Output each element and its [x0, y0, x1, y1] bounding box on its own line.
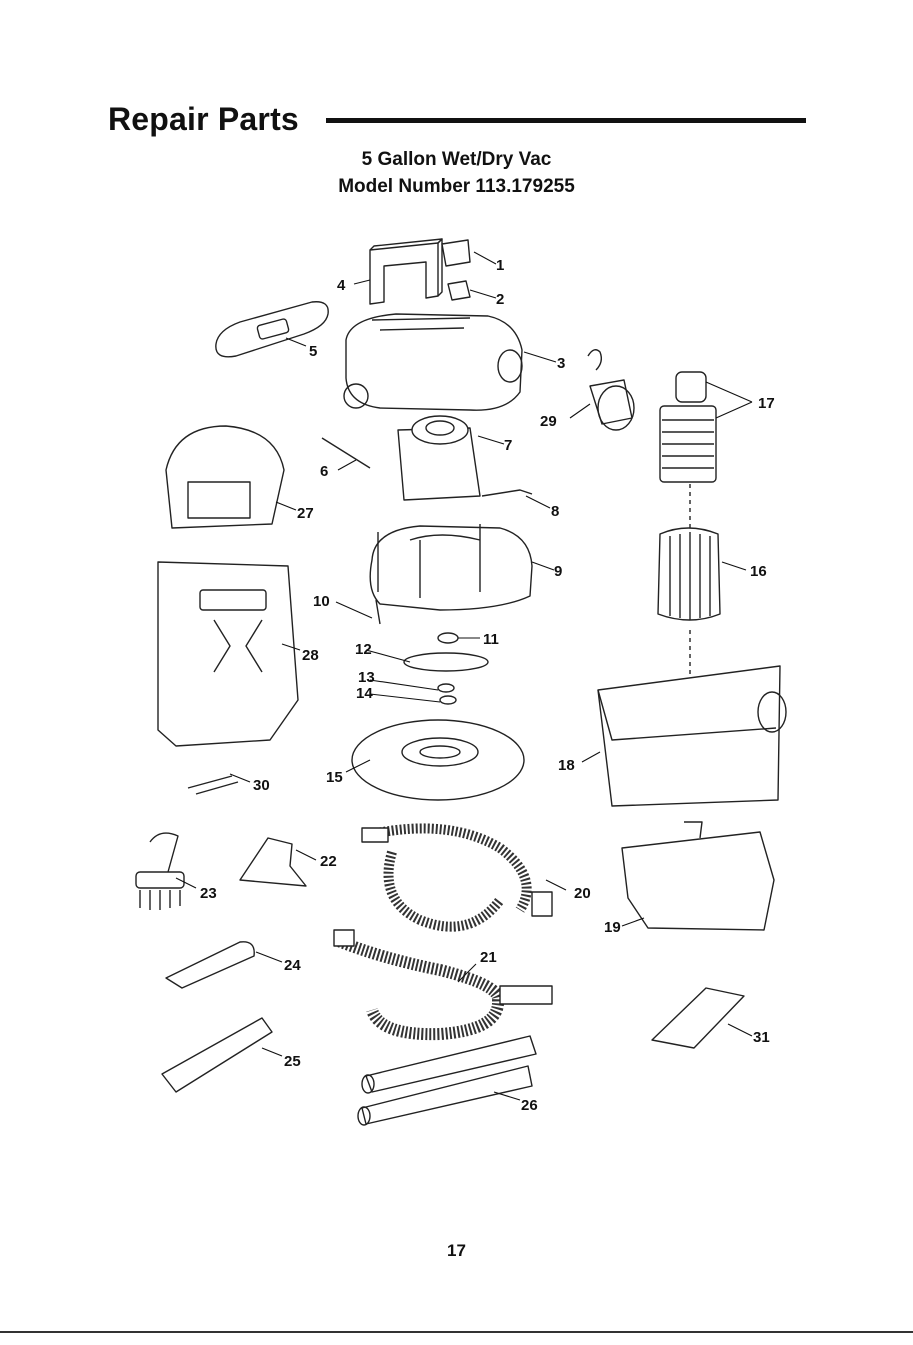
- part-cover: [166, 426, 284, 528]
- callout-25: 25: [284, 1053, 301, 1070]
- callout-26: 26: [521, 1097, 538, 1114]
- part-nut-b: [440, 696, 456, 704]
- part-crevice: [166, 942, 254, 988]
- callout-22: 22: [320, 853, 337, 870]
- callout-3: 3: [557, 355, 565, 372]
- part-blower-nozzle: [588, 350, 634, 430]
- part-extension-wands: [358, 1036, 536, 1125]
- callout-10: 10: [313, 593, 330, 610]
- part-switch: [448, 281, 470, 300]
- callout-15: 15: [326, 769, 343, 786]
- callout-17: 17: [758, 395, 775, 412]
- callout-18: 18: [558, 757, 575, 774]
- callout-24: 24: [284, 957, 301, 974]
- part-float: [322, 438, 370, 468]
- part-tank: [598, 666, 786, 806]
- part-wand: [162, 1018, 272, 1092]
- part-cartridge-filter: [658, 528, 720, 620]
- callout-14: 14: [356, 685, 373, 702]
- callout-9: 9: [554, 563, 562, 580]
- part-lid-base: [370, 524, 532, 610]
- callout-2: 2: [496, 291, 504, 308]
- part-nut-a: [438, 684, 454, 692]
- callout-13: 13: [358, 669, 375, 686]
- callout-19: 19: [604, 919, 621, 936]
- part-handle: [370, 239, 442, 304]
- part-hose: [362, 828, 552, 927]
- callout-4: 4: [337, 277, 346, 294]
- callout-23: 23: [200, 885, 217, 902]
- part-basket: [622, 822, 774, 930]
- callout-11: 11: [483, 631, 499, 648]
- callout-29: 29: [540, 413, 557, 430]
- callout-30: 30: [253, 777, 270, 794]
- callout-6: 6: [320, 463, 328, 480]
- callout-20: 20: [574, 885, 591, 902]
- callout-31: 31: [753, 1029, 770, 1046]
- part-brush: [136, 833, 184, 910]
- part-clip: [442, 240, 470, 266]
- part-motor-housing: [344, 314, 522, 410]
- callout-12: 12: [355, 641, 372, 658]
- part-motor: [398, 416, 480, 500]
- page-number: 17: [0, 1241, 913, 1261]
- part-tank-lid: [352, 720, 524, 800]
- part-washer: [438, 633, 458, 643]
- part-extension-hose: [334, 930, 552, 1034]
- part-filter-cage: [660, 372, 716, 482]
- part-caddy: [158, 562, 298, 746]
- callout-27: 27: [297, 505, 314, 522]
- part-floor-nozzle: [240, 838, 306, 886]
- callout-5: 5: [309, 343, 317, 360]
- part-cord: [482, 490, 532, 496]
- callout-7: 7: [504, 437, 512, 454]
- callout-28: 28: [302, 647, 319, 664]
- callout-8: 8: [551, 503, 559, 520]
- callout-1: 1: [496, 257, 504, 274]
- part-disc: [404, 653, 488, 671]
- part-screws: [188, 776, 238, 794]
- callout-16: 16: [750, 563, 767, 580]
- bottom-rule: [0, 1331, 913, 1333]
- part-manual: [652, 988, 744, 1048]
- callout-21: 21: [480, 949, 497, 966]
